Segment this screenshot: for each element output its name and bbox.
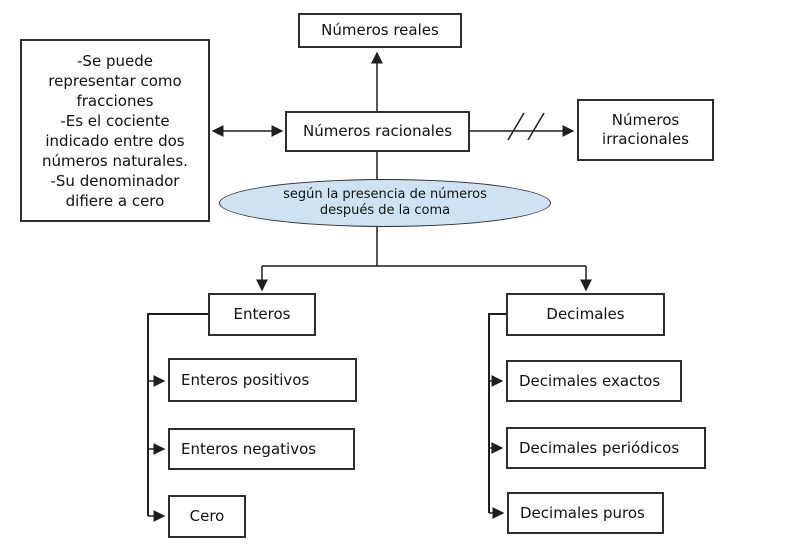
node-enteros-negativos: Enteros negativos [168, 428, 355, 470]
node-decimales-periodicos: Decimales periódicos [506, 427, 706, 469]
slash-mark-1 [507, 112, 525, 141]
node-condition-ellipse: según la presencia de números después de… [219, 179, 551, 227]
node-decimales-exactos: Decimales exactos [506, 360, 682, 402]
node-enteros: Enteros [208, 293, 316, 336]
node-decimales-puros: Decimales puros [507, 492, 664, 534]
node-numeros-reales: Números reales [298, 13, 462, 48]
node-numeros-racionales: Números racionales [285, 111, 470, 152]
bracket-decimales [488, 313, 506, 513]
node-cero: Cero [168, 495, 246, 538]
node-properties-list: -Se puede representar como fracciones -E… [20, 39, 210, 222]
bracket-enteros [147, 313, 208, 516]
node-decimales: Decimales [506, 293, 665, 336]
node-enteros-positivos: Enteros positivos [168, 358, 357, 402]
node-numeros-irracionales: Números irracionales [577, 99, 714, 161]
slash-mark-2 [527, 112, 545, 141]
